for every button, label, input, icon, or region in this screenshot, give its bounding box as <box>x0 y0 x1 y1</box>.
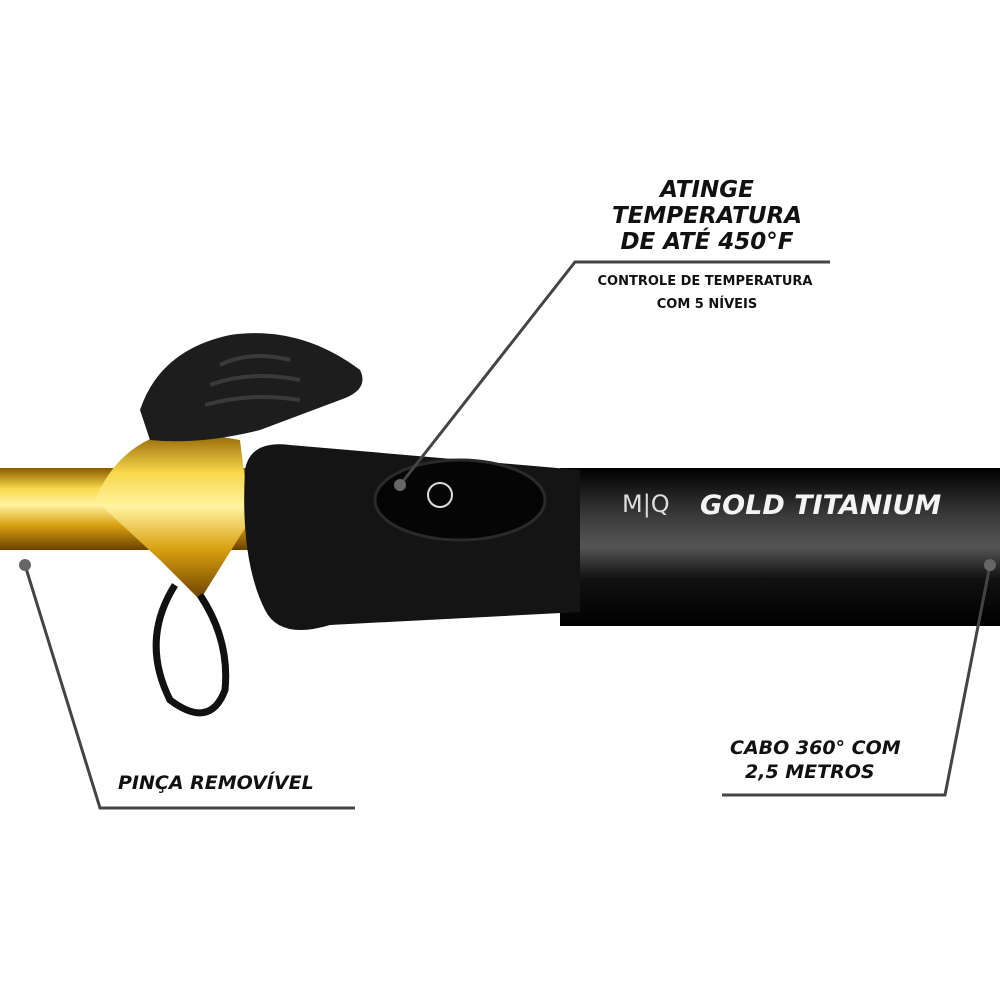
clip-leader-line <box>23 564 355 810</box>
temperature-leader-dot <box>394 479 406 491</box>
temperature-control-dial[interactable] <box>373 458 547 542</box>
clip-arm <box>95 430 250 600</box>
brand-logo: M|Q <box>622 490 670 518</box>
temperature-title-line-3: DE ATÉ 450°F <box>620 229 794 255</box>
cable-label-line-2: 2,5 METROS <box>745 761 875 783</box>
handle <box>560 468 1000 626</box>
cable-label-line-1: CABO 360° COM <box>730 737 901 759</box>
clip-lever-ridges <box>204 354 301 407</box>
temperature-leader-line <box>398 260 830 486</box>
temperature-title-line-1: ATINGE <box>660 177 754 203</box>
temperature-subtitle-line-2: COM 5 NÍVEIS <box>656 297 758 312</box>
cable-leader-dot <box>984 559 996 571</box>
clip-label: PINÇA REMOVÍVEL <box>118 772 314 794</box>
clip-leader-dot <box>19 559 31 571</box>
power-button-icon[interactable] <box>427 482 453 508</box>
cable-leader-line <box>722 564 992 797</box>
clip-wire <box>152 583 230 717</box>
temperature-title-line-2: TEMPERATURA <box>611 203 803 229</box>
model-name: GOLD TITANIUM <box>700 490 942 521</box>
clip-lever <box>140 333 363 442</box>
temperature-subtitle-line-1: CONTROLE DE TEMPERATURA <box>597 274 813 289</box>
